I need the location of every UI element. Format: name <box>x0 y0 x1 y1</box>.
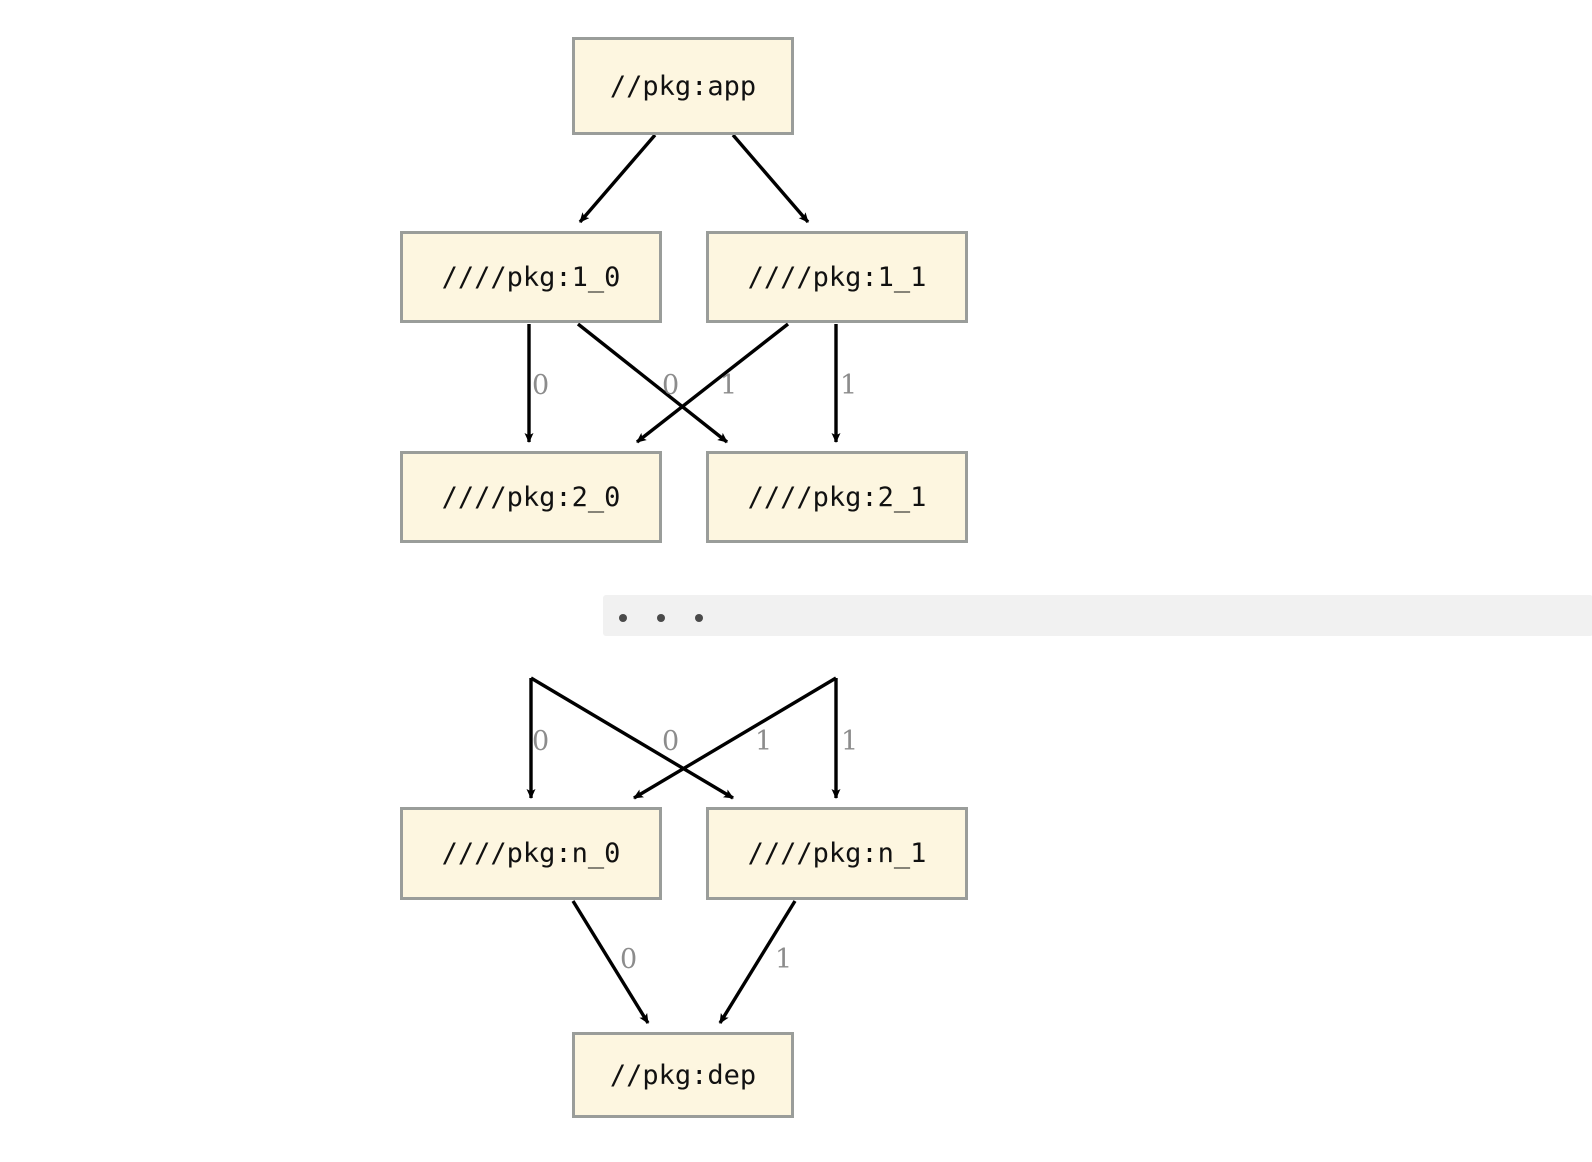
ellipsis-band <box>603 595 1592 636</box>
graph-edge <box>731 133 810 224</box>
node-label: ////pkg:n_0 <box>441 838 621 869</box>
node-label: ////pkg:n_1 <box>747 838 927 869</box>
graph-edge <box>718 900 797 1024</box>
node-label: ////pkg:1_1 <box>747 261 927 293</box>
edge-label: 0 <box>620 944 638 975</box>
graph-edge <box>578 133 657 224</box>
graph-edge <box>633 676 837 800</box>
node-pkg-app[interactable]: //pkg:app <box>572 37 794 135</box>
graph-edge <box>576 322 729 444</box>
node-pkg-n-1[interactable]: ////pkg:n_1 <box>706 807 968 900</box>
node-pkg-2-1[interactable]: ////pkg:2_1 <box>706 451 968 543</box>
ellipsis-dots-icon <box>619 614 733 622</box>
ellipsis-dot <box>657 614 665 622</box>
edge-label: 1 <box>720 370 738 401</box>
ellipsis-dot <box>695 614 703 622</box>
ellipsis-dot <box>619 614 627 622</box>
node-pkg-2-0[interactable]: ////pkg:2_0 <box>400 451 662 543</box>
node-label: ////pkg:2_1 <box>747 481 927 513</box>
node-label: ////pkg:1_0 <box>441 261 621 293</box>
node-pkg-1-0[interactable]: ////pkg:1_0 <box>400 231 662 323</box>
edge-label: 1 <box>755 726 773 757</box>
edge-label: 0 <box>532 370 550 401</box>
edge-label: 1 <box>841 726 859 757</box>
node-label: ////pkg:2_0 <box>441 481 621 513</box>
graph-edge <box>530 676 734 800</box>
node-pkg-n-0[interactable]: ////pkg:n_0 <box>400 807 662 900</box>
node-pkg-dep[interactable]: //pkg:dep <box>572 1032 794 1118</box>
edge-label: 0 <box>532 726 550 757</box>
graph-edge <box>571 900 650 1024</box>
edge-label: 1 <box>775 944 793 975</box>
node-pkg-1-1[interactable]: ////pkg:1_1 <box>706 231 968 323</box>
edge-label: 0 <box>662 370 680 401</box>
edge-label: 0 <box>662 726 680 757</box>
edge-label: 1 <box>840 370 858 401</box>
node-label: //pkg:app <box>609 70 757 102</box>
node-label: //pkg:dep <box>609 1059 757 1091</box>
graph-edge <box>635 322 790 444</box>
